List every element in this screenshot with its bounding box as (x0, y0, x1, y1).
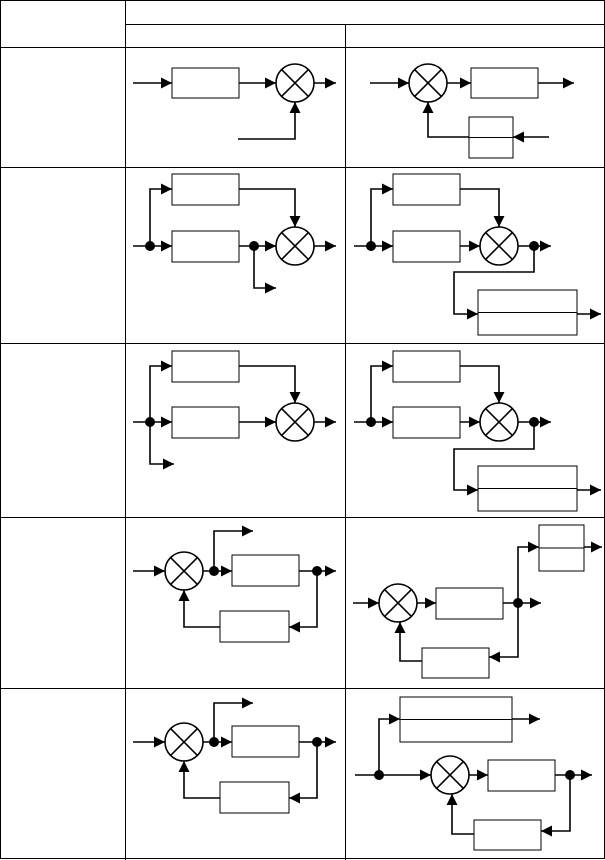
row2-original-diagram (133, 173, 336, 294)
summing-junction (275, 226, 315, 266)
row1-equivalent-diagram (370, 63, 574, 159)
row3-equivalent-diagram (354, 350, 601, 512)
row1-original-diagram (133, 63, 336, 140)
row5-original-diagram (133, 697, 336, 814)
summing-junction (479, 402, 519, 442)
transfer-block-top (392, 173, 461, 206)
transfer-block-top (171, 350, 240, 383)
row4-original-diagram (133, 525, 336, 643)
feedback-block (219, 610, 290, 643)
transfer-block (171, 67, 240, 99)
forward-block (487, 759, 556, 792)
transfer-block-bottom (171, 230, 240, 263)
forward-block (231, 725, 300, 758)
row3-original-diagram (133, 350, 336, 470)
summing-junction (479, 226, 519, 266)
row5-equivalent-diagram (355, 696, 592, 851)
transfer-block-bottom (171, 406, 240, 439)
summing-junction (430, 755, 470, 795)
transfer-block (470, 67, 539, 99)
transfer-block-top (392, 350, 461, 383)
summing-junction (164, 722, 204, 762)
transfer-block-bottom (392, 230, 461, 263)
feedback-block (421, 647, 490, 679)
transfer-block-bottom (392, 406, 461, 439)
row4-equivalent-diagram (353, 524, 602, 679)
forward-block (435, 587, 504, 620)
row2-equivalent-diagram (354, 173, 601, 336)
summing-junction (275, 402, 315, 442)
feedback-block (219, 781, 290, 814)
feedback-block (473, 819, 542, 851)
summing-junction (164, 551, 204, 591)
summing-junction (408, 63, 448, 103)
summing-junction (275, 63, 315, 103)
summing-junction (378, 583, 418, 623)
transfer-block-top (171, 173, 240, 206)
forward-block (231, 554, 300, 587)
